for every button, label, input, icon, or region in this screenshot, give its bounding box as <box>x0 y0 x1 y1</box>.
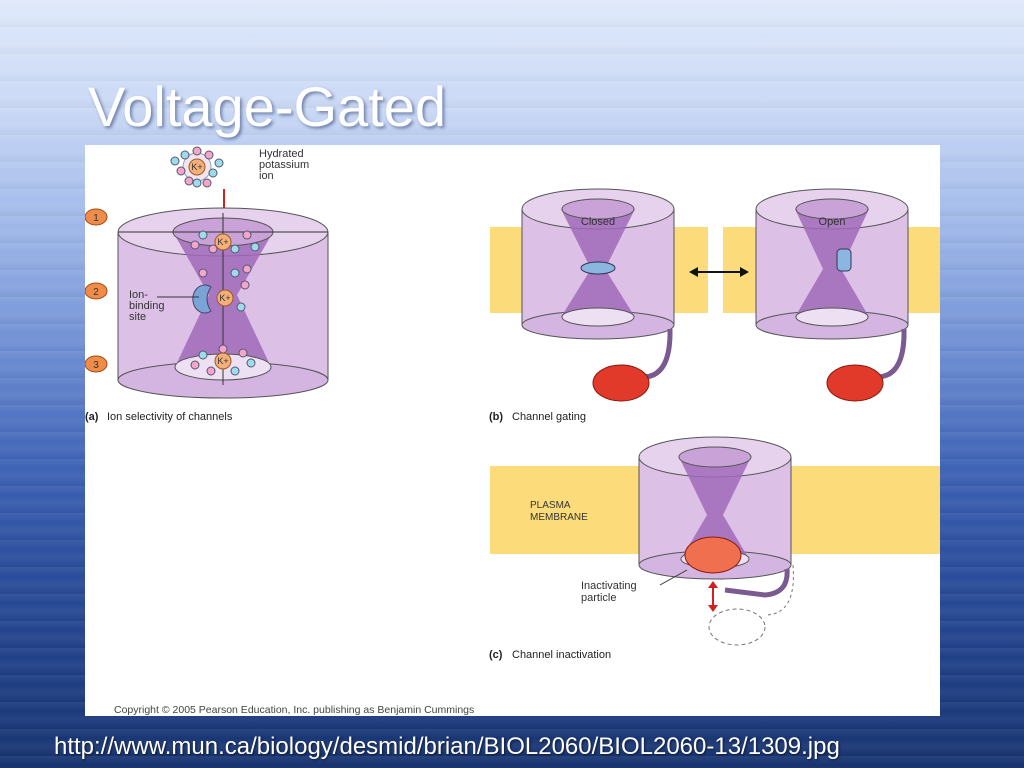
panel-c: PLASMA MEMBRANE Inactivating particle (c… <box>489 436 940 661</box>
particle-leader-line <box>659 569 688 586</box>
gating-arrowhead-left <box>689 267 698 277</box>
svg-text:3: 3 <box>93 360 99 371</box>
caption-c-letter: (c) <box>489 649 503 661</box>
voltage-sensor-open <box>836 248 852 272</box>
ion-symbol-binding: K+ <box>219 293 230 303</box>
ion-cluster-exit: K+ <box>190 344 256 376</box>
inactivation-arrowhead-down <box>708 605 718 612</box>
panel-b: Closed Open (b) Channel gating <box>489 188 940 423</box>
gating-arrowhead-right <box>740 267 749 277</box>
step-badge-1: 1 <box>85 208 108 226</box>
caption-a-letter: (a) <box>85 411 99 423</box>
svg-text:1: 1 <box>93 213 99 224</box>
open-label: Open <box>819 216 846 228</box>
slide-title: Voltage-Gated <box>88 75 447 138</box>
step-badge-3: 3 <box>85 355 108 373</box>
gate-ball-open <box>826 364 884 402</box>
caption-b: Channel gating <box>512 411 586 423</box>
particle-label-1: Inactivating <box>581 580 637 592</box>
ion-cluster-entry: K+ <box>190 230 260 254</box>
inactivating-particle <box>684 536 742 574</box>
closed-label: Closed <box>581 216 615 228</box>
binding-label-3: site <box>129 311 146 323</box>
channel-open <box>755 188 909 402</box>
source-url[interactable]: http://www.mun.ca/biology/desmid/brian/B… <box>54 733 840 760</box>
binding-label-2: binding <box>129 300 164 312</box>
particle-label-2: particle <box>581 592 616 604</box>
step-badge-2: 2 <box>85 282 108 300</box>
panel-a: K+ Hydrated potassium ion <box>85 146 329 423</box>
copyright-text: Copyright © 2005 Pearson Education, Inc.… <box>114 704 474 716</box>
caption-c: Channel inactivation <box>512 649 611 661</box>
channel-figure: K+ Hydrated potassium ion <box>85 145 940 716</box>
gate-ball-closed <box>592 364 650 402</box>
particle-outline-dashed <box>708 608 766 646</box>
channel-closed <box>521 188 675 402</box>
ion-cluster-binding: K+ <box>192 264 252 314</box>
channel-inactivated <box>638 436 794 646</box>
voltage-sensor-closed <box>580 261 616 275</box>
ion-binding-site-shape <box>192 284 212 314</box>
ion-symbol-exit: K+ <box>217 356 228 366</box>
inactivation-arrowhead-up <box>708 581 718 588</box>
svg-text:2: 2 <box>93 287 99 298</box>
caption-b-letter: (b) <box>489 411 503 423</box>
hydrated-ion-cluster: K+ <box>170 146 224 188</box>
binding-label-1: Ion- <box>129 289 148 301</box>
hydrated-label-1: Hydrated <box>259 148 304 160</box>
ion-symbol-top: K+ <box>191 162 202 172</box>
membrane-label-2: MEMBRANE <box>530 512 588 523</box>
membrane-label-1: PLASMA <box>530 500 571 511</box>
caption-a: Ion selectivity of channels <box>107 411 233 423</box>
hydrated-label-3: ion <box>259 170 274 182</box>
hydrated-label-2: potassium <box>259 159 309 171</box>
ion-symbol-entry: K+ <box>217 237 228 247</box>
